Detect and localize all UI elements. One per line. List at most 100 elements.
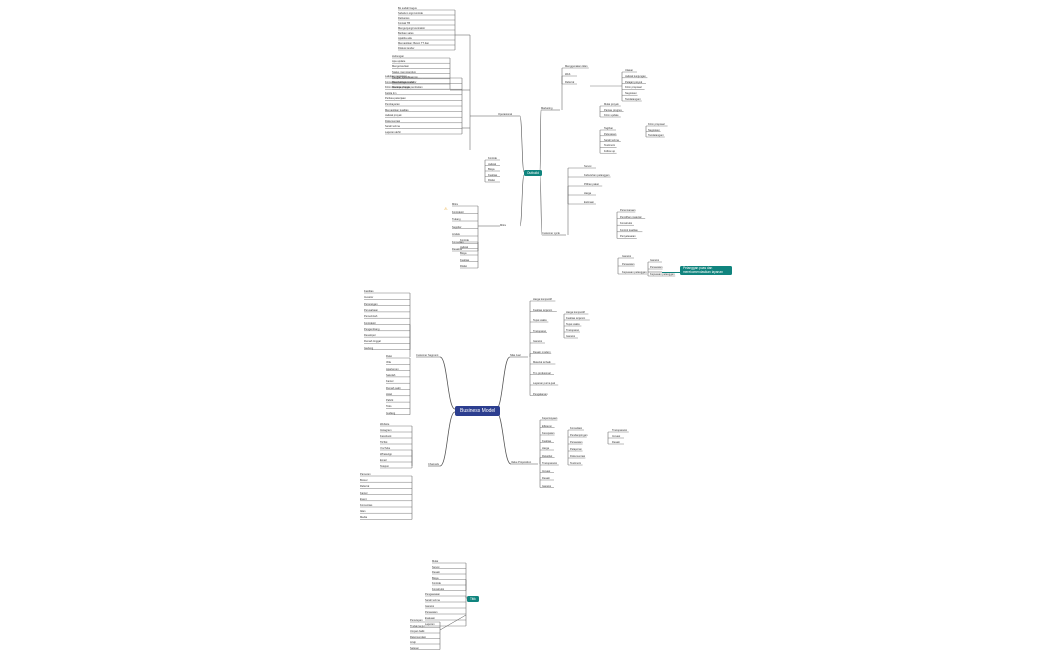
value-sub[interactable]: Testimoni (570, 462, 581, 465)
channel-item[interactable]: Telepon (380, 465, 390, 468)
channel-item[interactable]: Komunitas (360, 504, 373, 507)
customer-sub[interactable]: Penyelesaian (620, 235, 636, 239)
customer-item[interactable]: Estimasi (584, 201, 594, 204)
nilai-item[interactable]: Desain modern (533, 350, 551, 354)
mitra-item[interactable]: Desainer (452, 248, 463, 251)
value-sub[interactable]: Konsultasi (570, 427, 582, 430)
branch-operasional[interactable]: Operasional (498, 113, 512, 116)
operational-item[interactable]: Apa update (392, 60, 406, 64)
value-item[interactable]: Kualitas (542, 439, 552, 443)
operational-item[interactable]: Diskusi tender (398, 47, 415, 50)
segment-item[interactable]: Toko (386, 405, 392, 409)
value-item[interactable]: Fleksibel (542, 454, 553, 458)
channel-item[interactable]: Kantor (360, 491, 368, 495)
operational-detail[interactable]: Kontrak (488, 157, 497, 160)
value-detail[interactable]: Inovasi (612, 435, 621, 438)
mitra-item[interactable]: Mitra (452, 203, 458, 206)
nilai-item[interactable]: Tim profesional (533, 371, 551, 375)
value-sub[interactable]: Perawatan (570, 441, 583, 444)
marketing-detail[interactable]: Tandatangani (648, 134, 664, 137)
titik-item[interactable]: Mulai (432, 560, 439, 563)
mitra-detail[interactable]: Risiko (460, 265, 468, 268)
branch-channels[interactable]: Channels (428, 463, 439, 466)
segment-item[interactable]: Pabrik (386, 399, 394, 403)
titik-item[interactable]: Perawatan (425, 611, 438, 614)
marketing-sub[interactable]: Negosiasi (625, 92, 637, 96)
segment-item[interactable]: Investor (364, 296, 374, 300)
operational-item[interactable]: Jadwal proyek (385, 114, 402, 118)
channel-item[interactable]: TikTok (380, 441, 388, 444)
customer-sub[interactable]: Kepuasan pelanggan (622, 271, 647, 274)
segment-item[interactable]: Kontraktor (364, 321, 376, 325)
operational-item[interactable]: Laporan akhir (385, 131, 401, 134)
mitra-detail[interactable]: Kualitas (460, 258, 470, 262)
mitra-item[interactable]: Konsultan (452, 240, 464, 244)
titik-item[interactable]: Penutupan (410, 619, 423, 622)
customer-sub[interactable]: Kontrol kualitas (620, 228, 638, 232)
segment-item[interactable]: Apartemen (386, 367, 399, 371)
value-sub[interactable]: Pelaporan (570, 448, 582, 451)
channel-item[interactable]: Referral (360, 485, 370, 489)
mitra-item[interactable]: Kontraktor (452, 210, 464, 214)
value-item[interactable]: Inovasi (542, 469, 551, 473)
marketing-sub[interactable]: Tandatangani (625, 98, 641, 101)
nilai-item[interactable]: Tepat waktu (533, 319, 547, 322)
titik-item[interactable]: Desain (432, 571, 441, 574)
titik-item[interactable]: Selesai (410, 646, 419, 650)
operational-item[interactable]: Berikan sales (398, 32, 414, 35)
channel-item[interactable]: WhatsApp (380, 453, 392, 456)
customer-sub[interactable]: Perawatan (622, 263, 635, 266)
titik-item[interactable]: Survei (432, 565, 440, 569)
marketing-sub[interactable]: Jadwal kunjungan (625, 74, 646, 78)
value-item[interactable]: Kepercayaan (542, 417, 558, 420)
marketing-sub[interactable]: Tagihan (604, 127, 614, 130)
operational-item[interactable]: Hubungan (392, 55, 404, 58)
mitra-item[interactable]: Supplier (452, 225, 462, 229)
operational-item[interactable]: Kirim rencana proyek (385, 86, 410, 90)
channel-item[interactable]: Event (360, 497, 367, 501)
operational-item[interactable]: Mengunjungi kontraktor (398, 27, 426, 30)
marketing-detail[interactable]: Negosiasi (648, 128, 660, 132)
operational-item[interactable]: Mengonsultasi (392, 65, 409, 69)
mitra-item[interactable]: Tukang (452, 218, 461, 221)
customer-sub[interactable]: Konstruksi (620, 222, 633, 226)
operational-detail[interactable]: Jadwal (488, 162, 497, 166)
marketing-sub[interactable]: Ulasan (625, 69, 634, 72)
marketing-sub[interactable]: Pantau progres (604, 108, 622, 112)
segment-item[interactable]: Rumah sakit (386, 386, 401, 390)
channel-item[interactable]: Instagram (380, 429, 392, 432)
channel-item[interactable]: Pameran (360, 473, 371, 476)
segment-item[interactable]: Fasilitas (364, 290, 374, 293)
root-node-titik[interactable]: Titik (467, 596, 479, 602)
customer-sub[interactable]: Perencanaan (620, 209, 636, 212)
segment-item[interactable]: Pemerintah (364, 315, 378, 319)
marketing-sub[interactable]: Pelunasan (604, 132, 617, 136)
value-item[interactable]: Transparansi (542, 462, 558, 465)
nilai-item[interactable]: Garansi (533, 340, 543, 343)
nilai-item[interactable]: Harga kompetitif (533, 298, 552, 301)
operational-detail[interactable]: Kualitas (488, 173, 498, 177)
highlight-node[interactable]: Pelanggan puas dan merekomendasikan laya… (680, 266, 732, 276)
mitra-detail[interactable]: Kontrak (460, 239, 469, 242)
operational-item[interactable]: Serah terima (385, 125, 400, 129)
segment-item[interactable]: Villa (386, 361, 391, 365)
nilai-sub[interactable]: Tepat waktu (566, 323, 580, 326)
marketing-sub[interactable]: Pelajari proyek (625, 80, 643, 84)
titik-item[interactable]: Laporan (425, 623, 435, 626)
branch-nilai-jual[interactable]: Nilai Jual (510, 354, 521, 357)
channel-item[interactable]: Iklan (360, 510, 366, 514)
operational-item[interactable]: Komunikasi dengan vendor (385, 80, 417, 84)
operational-item[interactable]: Sebelum sign kontrak (398, 12, 423, 15)
value-sub[interactable]: Dokumentasi (570, 455, 586, 458)
titik-item[interactable]: Evaluasi (425, 617, 435, 620)
operational-item[interactable]: Memastikan kualitas (385, 108, 409, 112)
nilai-item[interactable]: Pengalaman (533, 392, 548, 396)
titik-item[interactable]: Biaya (432, 576, 439, 580)
channel-item[interactable]: Brosur (360, 479, 368, 483)
titik-item[interactable]: Tindak lanjut (410, 624, 425, 628)
marketing-detail[interactable]: Kirim proposal (648, 123, 665, 126)
nilai-sub[interactable]: Garansi (566, 335, 576, 338)
root-node-outbuild[interactable]: Outbuild (524, 170, 542, 176)
operational-item[interactable]: Apabila ada (398, 37, 412, 40)
customer-sub[interactable]: Garansi (622, 255, 632, 258)
